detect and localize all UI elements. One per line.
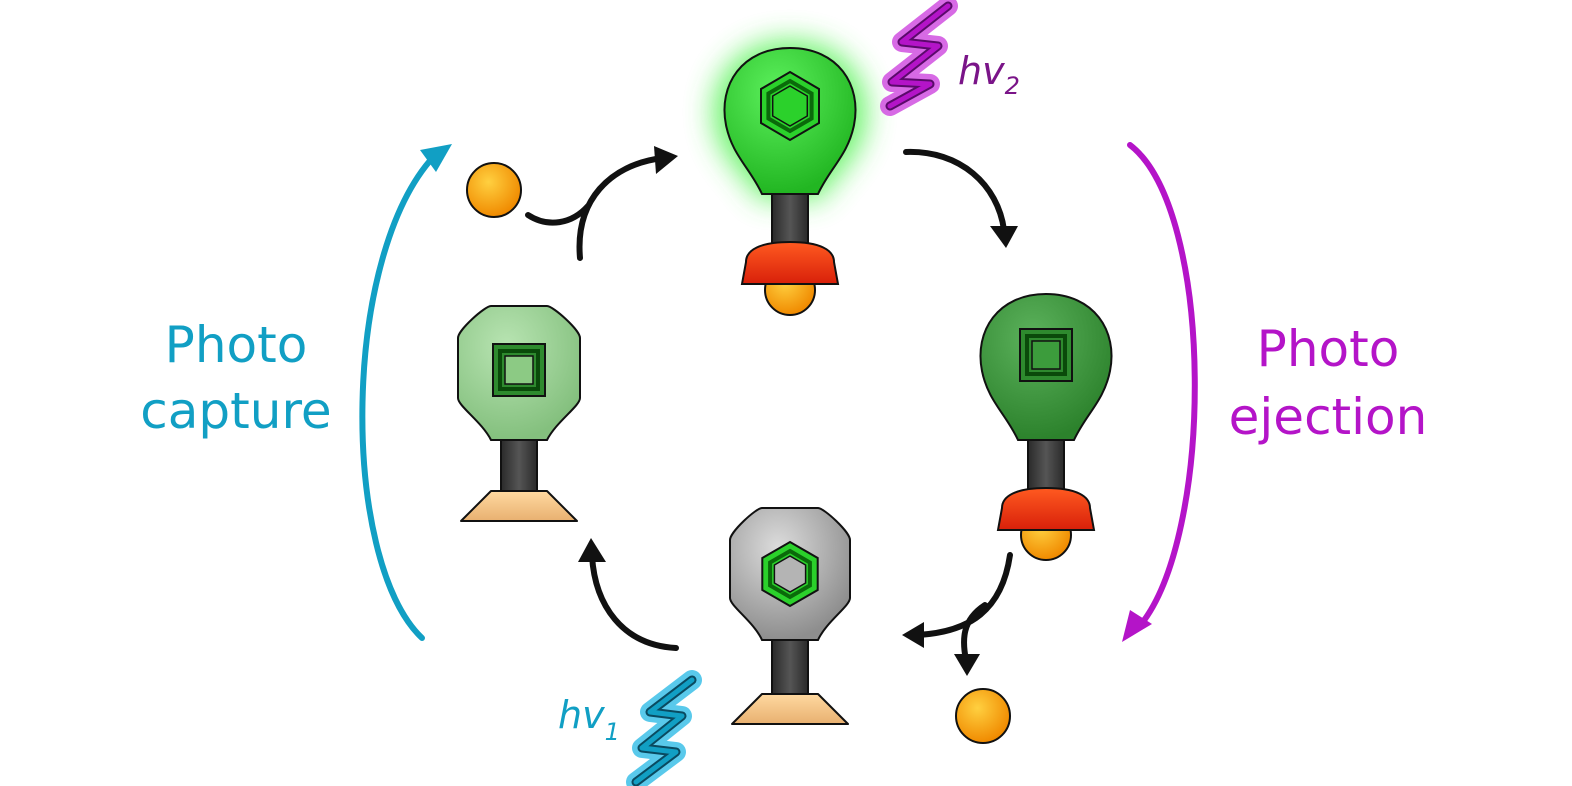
benzene-hexagon-icon xyxy=(760,70,820,142)
cycle-arrow-switch-bottom-head xyxy=(578,538,606,562)
cycle-arrow-capture-head xyxy=(654,146,678,174)
guest-join-curve xyxy=(525,203,591,226)
probe-right xyxy=(979,292,1113,561)
guest-sphere-free-right xyxy=(955,688,1011,744)
photo-capture-label-line1: Photo xyxy=(165,316,308,374)
probe-bottom xyxy=(729,507,851,725)
hv1-sub: 1 xyxy=(605,718,620,746)
guest-leave-head xyxy=(954,654,980,676)
benzene-hexagon-icon xyxy=(761,540,819,608)
guest-sphere-free-left xyxy=(466,162,522,218)
photo-capture-arrowhead xyxy=(420,144,452,172)
hv2-main: hv xyxy=(958,49,1005,93)
hv1-label: hv1 xyxy=(558,693,620,746)
hv1-main: hv xyxy=(558,693,605,737)
cycle-arrow-eject-head xyxy=(902,622,924,648)
photo-ejection-arrow xyxy=(1127,142,1198,631)
cycle-arrow-eject xyxy=(915,552,1013,638)
cycle-arrow-capture xyxy=(576,155,665,261)
hv2-sub: 2 xyxy=(1005,72,1020,100)
photo-ejection-label-line1: Photo xyxy=(1257,320,1400,378)
probe-top xyxy=(712,40,868,316)
photo-capture-label-line2: capture xyxy=(140,382,331,440)
photo-ejection-arrowhead xyxy=(1122,610,1152,642)
cycle-arrow-switch-bottom xyxy=(589,553,679,651)
square-icon xyxy=(1019,328,1073,382)
cycle-arrow-switch-top-head xyxy=(990,226,1018,248)
photon-hv2-icon xyxy=(880,0,958,116)
square-icon xyxy=(492,343,546,397)
cycle-arrow-switch-top xyxy=(903,148,1007,233)
probe-left xyxy=(457,305,581,522)
hv2-label: hv2 xyxy=(958,49,1020,100)
photo-capture-arrow xyxy=(359,149,441,641)
photon-hv1-icon xyxy=(626,670,702,786)
photo-ejection-label-line2: ejection xyxy=(1229,388,1428,446)
